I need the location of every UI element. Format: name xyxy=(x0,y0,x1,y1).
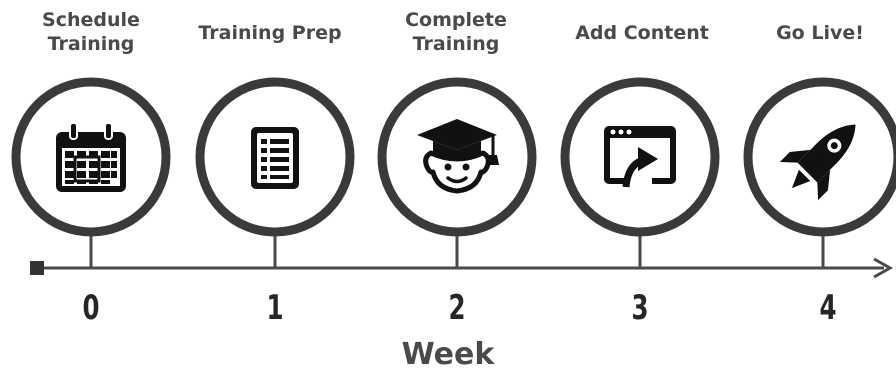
step-label-training-prep: Training Prep xyxy=(198,22,342,44)
document-list-icon xyxy=(251,127,299,189)
step-label-add-content: Add Content xyxy=(575,22,709,44)
graduate-icon xyxy=(417,119,499,194)
week-number: 1 xyxy=(266,288,284,328)
calendar-icon xyxy=(56,122,126,192)
week-number: 2 xyxy=(448,288,466,328)
week-number: 4 xyxy=(819,288,837,328)
week-number: 3 xyxy=(631,288,649,328)
axis-title: Week xyxy=(401,337,495,372)
step-label-schedule-training: Schedule Training xyxy=(42,9,140,55)
week-number: 0 xyxy=(82,288,100,328)
timeline-start-marker xyxy=(30,261,44,275)
step-label-go-live: Go Live! xyxy=(776,22,864,44)
upload-window-icon xyxy=(604,126,676,188)
rocket-icon xyxy=(779,124,856,201)
timeline-arrow-head xyxy=(873,257,894,279)
step-label-complete-training: Complete Training xyxy=(405,9,507,55)
